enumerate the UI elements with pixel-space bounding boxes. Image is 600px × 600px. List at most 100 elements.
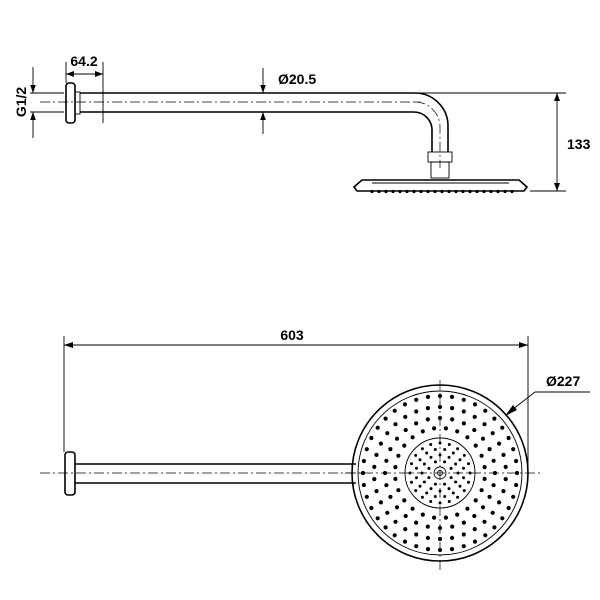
nozzle-dot [420,429,425,434]
nozzle-dot [511,447,516,452]
nozzle-dot [372,477,377,482]
nozzle-dot [402,402,408,407]
nozzle-dot [402,539,408,544]
nozzle-dot [394,505,400,510]
nozzle-dot [497,500,502,505]
thread-label: G1/2 [13,87,29,118]
nozzle-dot [449,547,455,552]
nozzle-dot [425,451,429,455]
nozzle-dot [455,429,460,434]
shower-head-profile [352,179,529,192]
nozzle-dot [410,462,413,466]
nozzle-tip [475,189,479,194]
nozzle-dot [454,462,458,466]
nozzle-dot [447,455,451,459]
nozzle-dot [461,544,466,549]
nozzle-dot [447,443,451,446]
side-view [40,82,529,194]
nozzle-dot [482,465,487,470]
nozzle-tip [510,189,514,194]
nozzle-dot [393,465,398,470]
nozzle-dot [420,512,425,517]
nozzle-dot [500,516,505,521]
nozzle-tip [426,189,430,194]
nozzle-dot [443,495,447,498]
nozzle-tip [468,189,472,194]
nozzle-dot [392,533,397,538]
nozzle-dot [472,513,477,519]
nozzle-dot [514,482,519,488]
nozzle-dot [450,524,455,529]
nozzle-dot [403,527,408,532]
nozzle-dot [369,505,374,511]
nozzle-dot [374,489,379,494]
nozzle-dot [410,506,415,511]
nozzle-dot [491,458,496,463]
nozzle-dot [450,406,455,411]
nozzle-dot [443,426,448,431]
nozzle-dot [455,512,460,517]
nozzle-dot [462,489,466,493]
nozzle-dot [479,488,484,493]
nozzle-dot [429,455,433,459]
nozzle-dot [456,447,460,451]
nozzle-dot [450,535,455,541]
nozzle-dot [438,501,442,505]
length-dimension: 603 [63,327,529,473]
nozzle-dot [437,404,443,410]
nozzle-dot [449,394,455,399]
nozzle-dot [443,482,447,486]
nozzle-dot [425,535,430,541]
nozzle-dot [429,487,433,491]
nozzle-dot [443,460,447,464]
nozzle-dot [501,452,506,457]
nozzle-dot [482,422,487,427]
nozzle-tip [503,189,507,194]
nozzle-dot [414,409,419,414]
nozzle-dot [425,524,430,529]
nozzle-dot [454,480,458,484]
nozzle-dot [472,414,477,419]
nozzle-dot [414,397,419,402]
nozzle-dot [456,495,460,499]
nozzle-dot [514,470,520,476]
nozzle-dot [375,516,380,521]
nozzle-dot [427,476,431,480]
nozzle-tip [405,189,409,194]
nozzle-tip [440,189,444,194]
nozzle-tip [433,189,437,194]
nozzle-dot [432,515,437,520]
nozzle-dot [414,520,419,525]
nozzle-tip [496,189,500,194]
nozzle-dot [449,466,453,470]
nozzle-dot [473,498,478,503]
ball-joint [430,161,450,179]
height-dimension: 133 [400,92,591,192]
nozzle-dot [467,462,470,466]
nozzle-dot [393,422,398,427]
nozzle-dot [438,441,442,445]
nozzle-dot [501,489,506,494]
height-label: 133 [567,136,591,152]
nozzle-tip [461,189,465,194]
nozzle-dot [420,471,424,475]
arm-diameter-dimension: Ø20.5 [260,68,316,134]
nozzle-dot [443,448,447,451]
nozzle-grid [360,393,520,553]
nozzle-dot [451,491,455,495]
nozzle-dot [433,495,437,498]
nozzle-dot [438,489,442,493]
nozzle-dot [492,470,498,476]
nozzle-dot [461,409,466,414]
nozzle-dot [403,513,408,519]
nozzle-dot [422,480,426,484]
nozzle-dot [443,515,448,520]
nozzle-dot [492,525,497,530]
head-diameter-label: Ø227 [546,373,580,389]
nozzle-dot [432,426,437,431]
nozzle-dot [467,480,470,484]
nozzle-tip [370,189,374,194]
length-label: 603 [280,327,304,343]
nozzle-dot [425,547,431,552]
nozzle-dot [506,505,511,511]
